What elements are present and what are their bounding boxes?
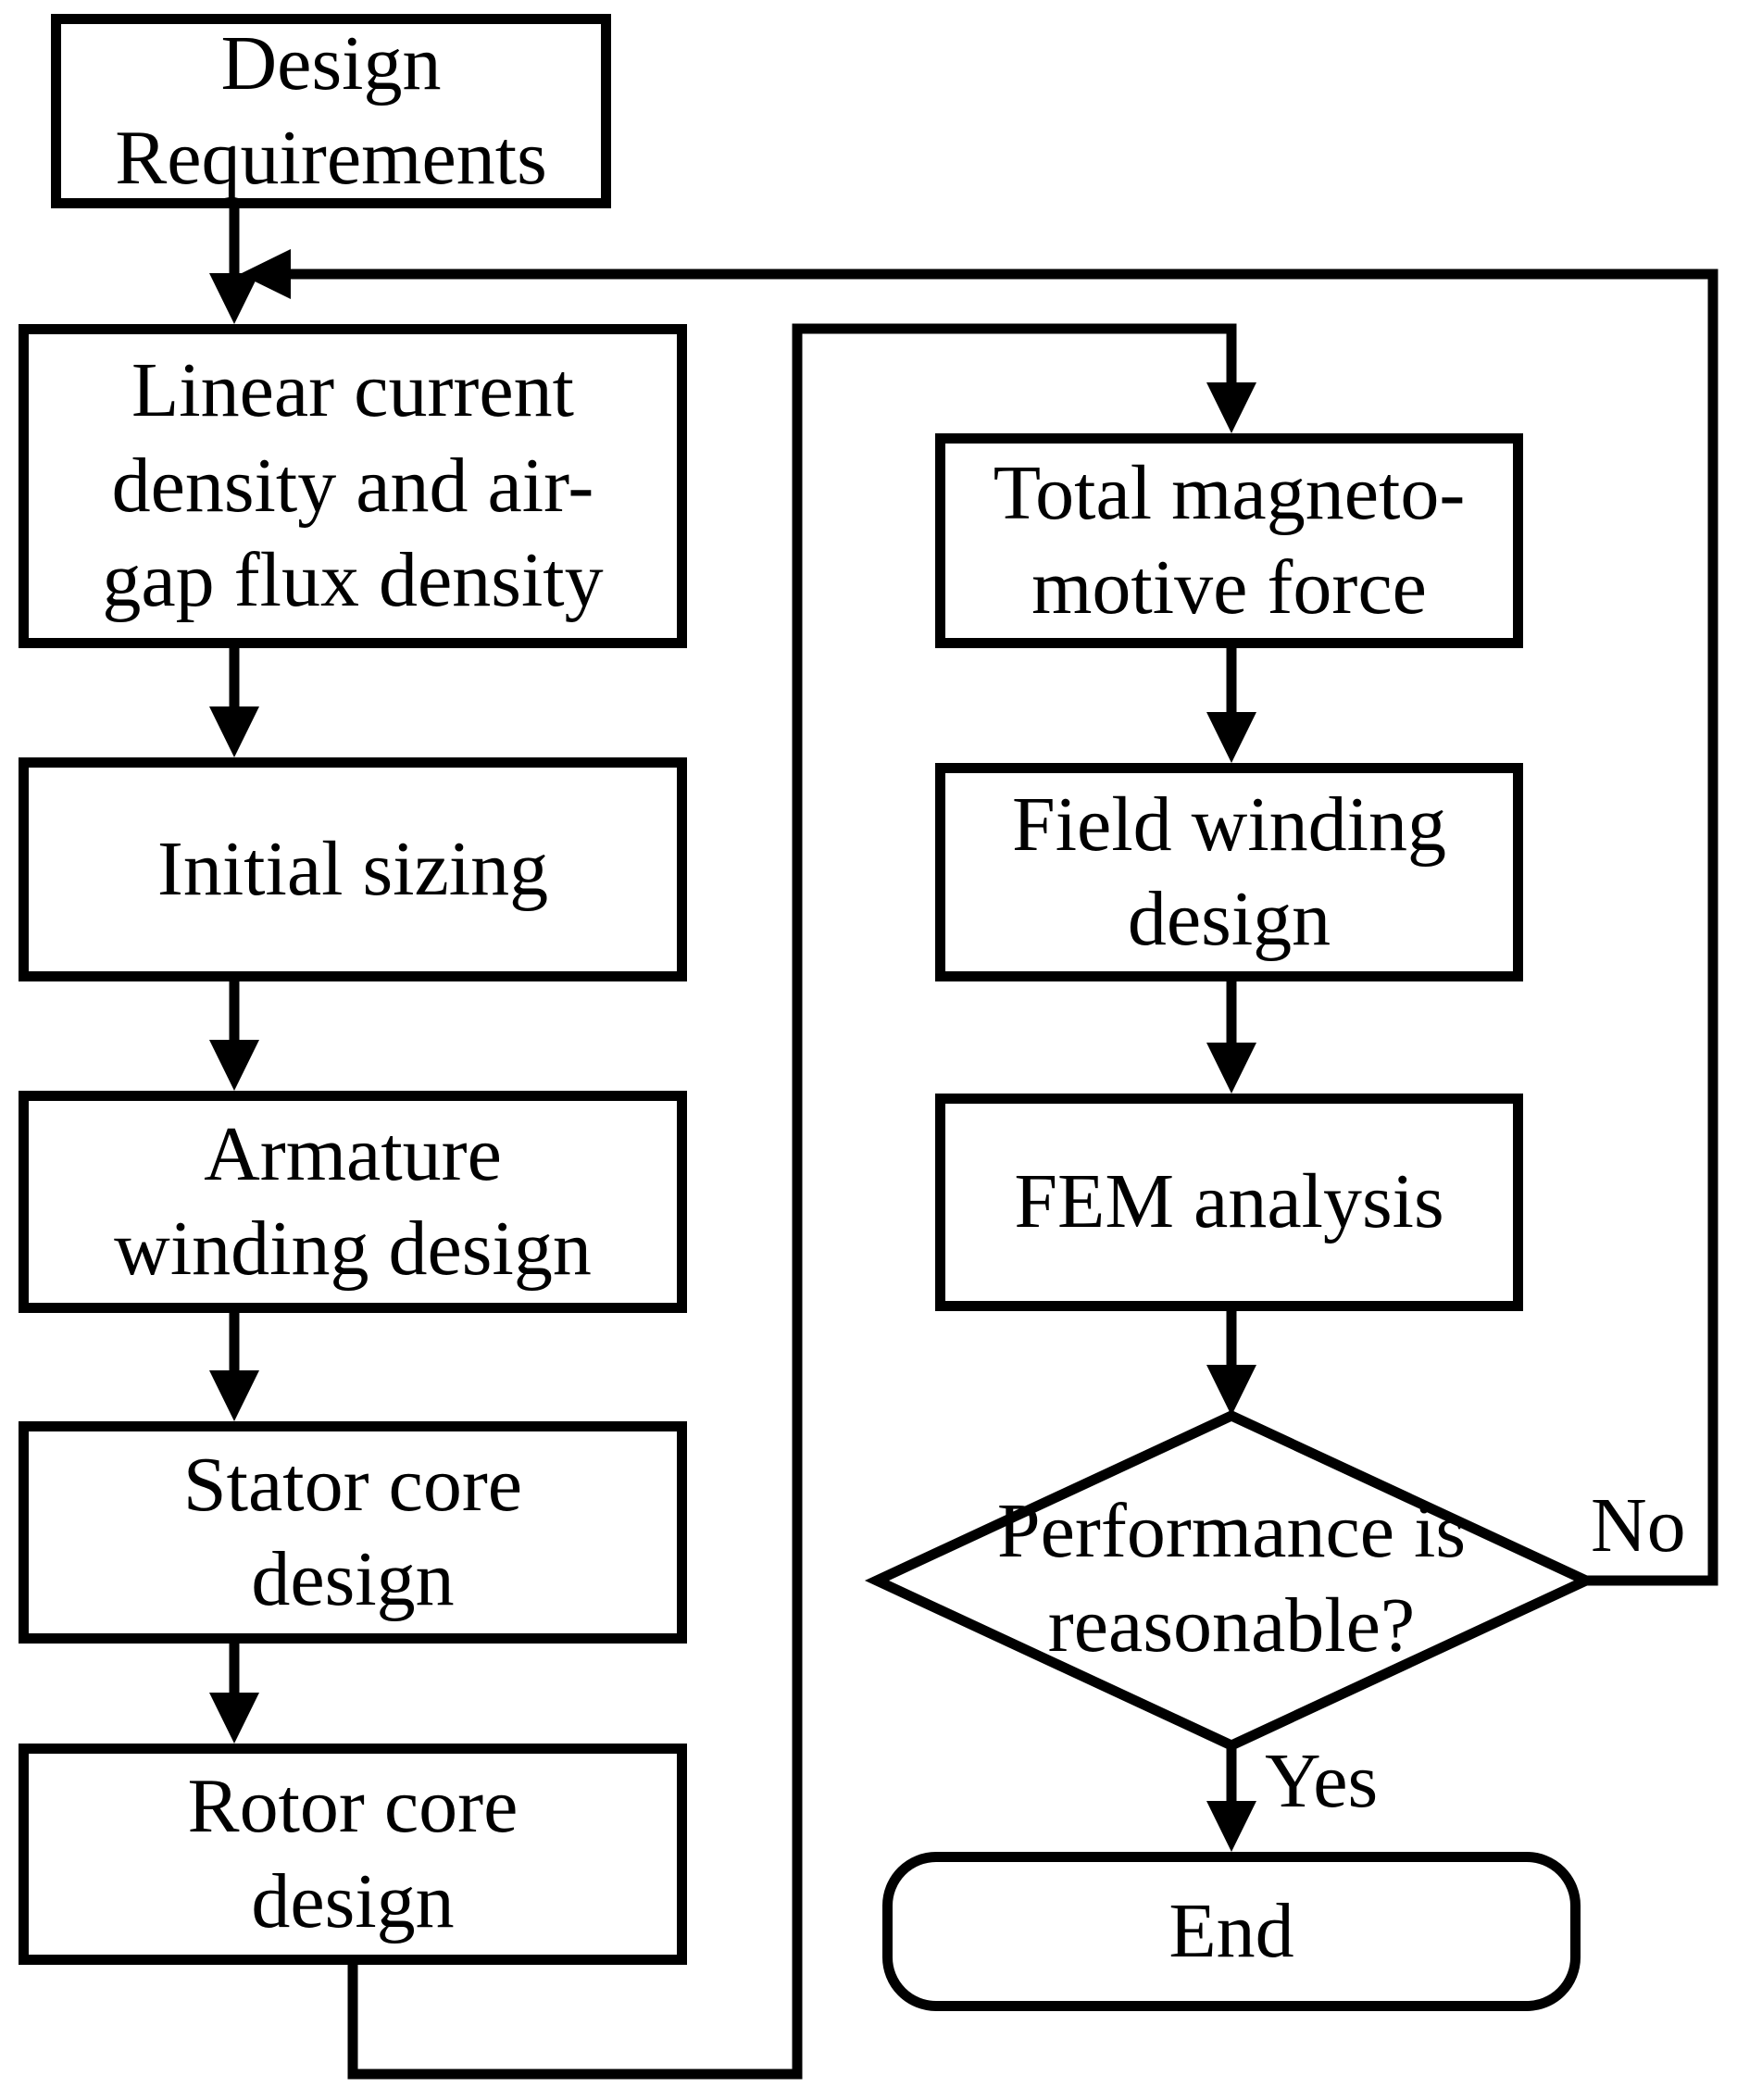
arrowhead-feedback-no — [240, 249, 291, 299]
arrowhead-mmf-to-field — [1206, 712, 1256, 763]
node-decision-label: Performance is reasonable? — [996, 1487, 1467, 1669]
arrowhead-fem-to-decision — [1206, 1365, 1256, 1416]
node-armature-winding-design: Armature winding design — [19, 1091, 687, 1313]
edge-label-no: No — [1591, 1482, 1686, 1569]
node-initial-sizing: Initial sizing — [19, 757, 687, 981]
arrowhead-linear-to-sizing — [209, 706, 259, 757]
arrowhead-field-to-fem — [1206, 1043, 1256, 1094]
feedback-no-line — [291, 269, 1718, 1586]
node-design-requirements: Design Requirements — [51, 14, 611, 208]
node-linear-current-density: Linear current density and air-gap flux … — [19, 324, 687, 648]
arrowhead-armature-to-stator — [209, 1370, 259, 1421]
arrowhead-rotor-to-mmf — [1206, 382, 1256, 433]
node-field-winding-design: Field winding design — [935, 763, 1523, 981]
arrowhead-decision-to-end — [1206, 1801, 1256, 1852]
node-fem-analysis: FEM analysis — [935, 1094, 1523, 1311]
arrowhead-sizing-to-armature — [209, 1040, 259, 1091]
node-total-mmf: Total magneto-motive force — [935, 433, 1523, 648]
arrowhead-stator-to-rotor — [209, 1693, 259, 1744]
connector-rotor-to-mmf — [347, 323, 1237, 2080]
node-end: End — [882, 1852, 1581, 2011]
arrowhead-design-to-linear — [209, 273, 259, 324]
node-rotor-core-design: Rotor core design — [19, 1744, 687, 1965]
node-stator-core-design: Stator core design — [19, 1421, 687, 1644]
edge-label-yes: Yes — [1265, 1738, 1379, 1824]
